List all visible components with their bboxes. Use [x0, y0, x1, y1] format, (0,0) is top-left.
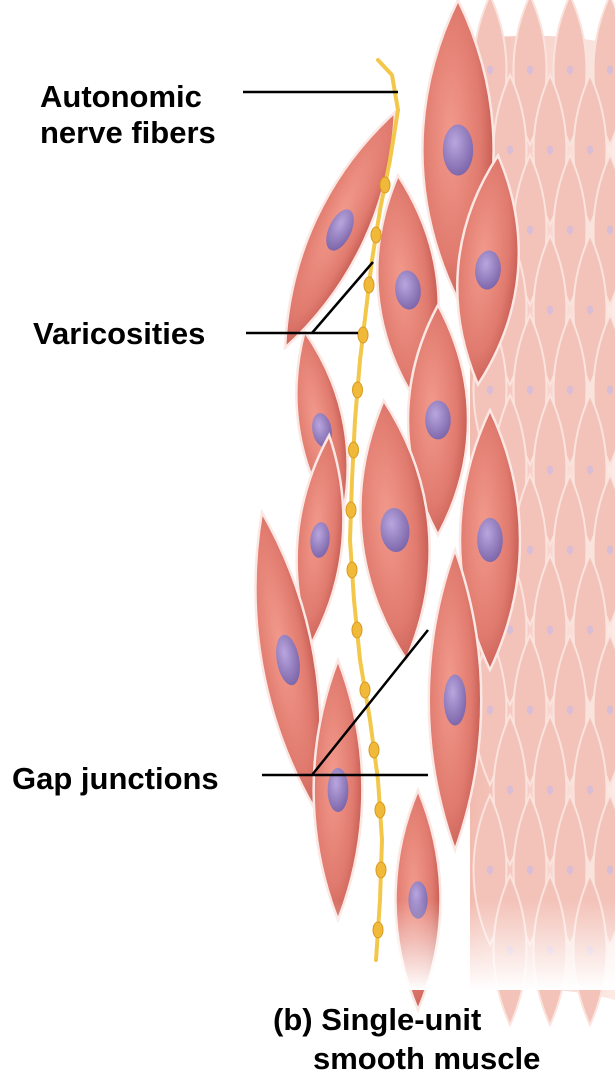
label-varicosities: Varicosities — [33, 316, 205, 352]
nucleus — [607, 66, 613, 75]
label-autonomic-line2: nerve fibers — [40, 115, 216, 151]
nucleus — [587, 146, 593, 155]
nucleus — [587, 786, 593, 795]
label-autonomic-line1: Autonomic — [40, 79, 216, 115]
nucleus — [607, 706, 613, 715]
varicosity — [364, 277, 374, 293]
varicosity — [347, 562, 357, 578]
nucleus — [587, 306, 593, 315]
varicosity — [373, 922, 383, 938]
nucleus — [547, 466, 553, 475]
nucleus — [547, 786, 553, 795]
varicosity — [375, 802, 385, 818]
varicosity — [360, 682, 370, 698]
nucleus — [607, 866, 613, 875]
varicosity — [358, 327, 368, 343]
label-autonomic-nerve-fibers: Autonomic nerve fibers — [40, 79, 216, 151]
caption-line2: smooth muscle — [313, 1039, 540, 1078]
varicosity — [380, 177, 390, 193]
varicosity — [371, 227, 381, 243]
nucleus — [487, 386, 493, 395]
nucleus — [587, 466, 593, 475]
varicosity — [353, 382, 363, 398]
nucleus — [507, 786, 513, 795]
nucleus — [547, 626, 553, 635]
nucleus — [567, 866, 573, 875]
nucleus — [527, 66, 533, 75]
varicosity — [352, 622, 362, 638]
nucleus — [567, 66, 573, 75]
nucleus — [607, 546, 613, 555]
muscle-cell — [314, 660, 363, 920]
nucleus — [487, 66, 493, 75]
nucleus — [507, 146, 513, 155]
nucleus — [527, 866, 533, 875]
varicosity — [376, 862, 386, 878]
nucleus — [567, 386, 573, 395]
nucleus — [567, 706, 573, 715]
bottom-fade — [0, 900, 615, 990]
varicosity — [369, 742, 379, 758]
nucleus — [567, 226, 573, 235]
label-gap-junctions: Gap junctions — [12, 761, 219, 797]
nucleus — [487, 706, 493, 715]
nucleus — [527, 546, 533, 555]
nucleus — [587, 626, 593, 635]
nucleus — [547, 146, 553, 155]
nucleus — [425, 400, 451, 439]
nucleus — [527, 226, 533, 235]
nucleus — [527, 386, 533, 395]
nucleus — [547, 306, 553, 315]
caption-line1: (b) Single-unit — [273, 1000, 540, 1039]
nucleus — [567, 546, 573, 555]
nucleus — [527, 706, 533, 715]
figure-caption: (b) Single-unit smooth muscle — [273, 1000, 540, 1078]
nucleus — [607, 386, 613, 395]
nucleus — [477, 518, 503, 562]
nucleus — [607, 226, 613, 235]
nucleus — [444, 675, 466, 726]
varicosity — [346, 502, 356, 518]
nucleus — [487, 866, 493, 875]
nucleus — [443, 125, 473, 176]
varicosity — [349, 442, 359, 458]
